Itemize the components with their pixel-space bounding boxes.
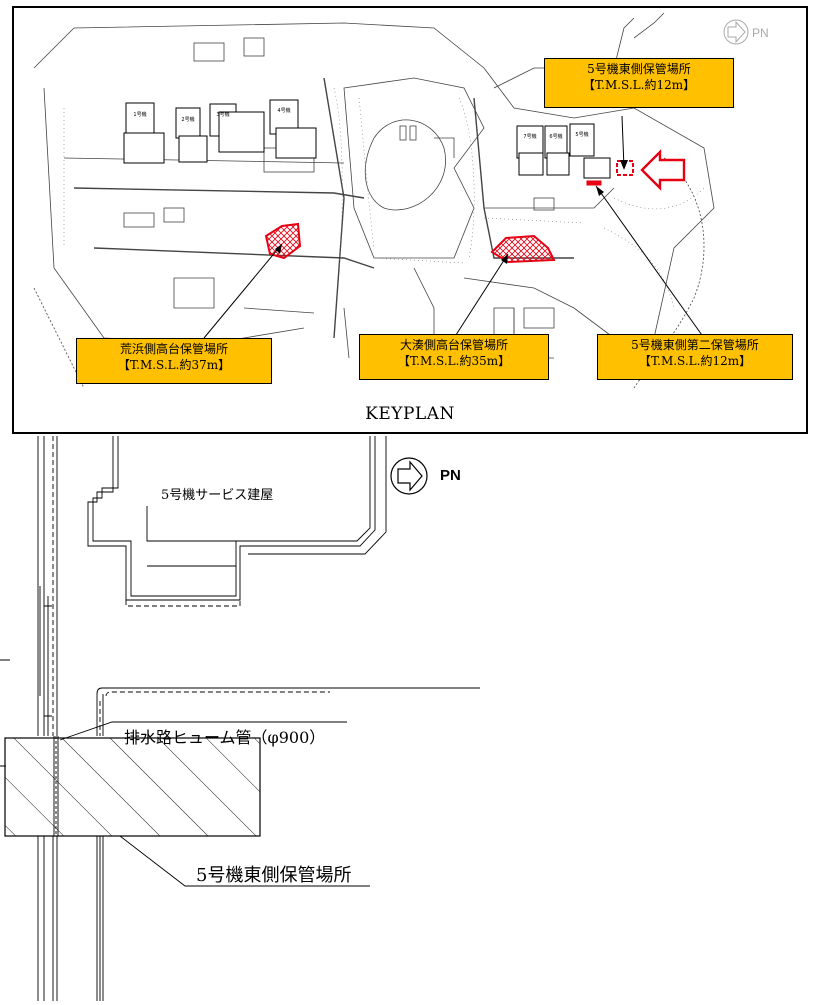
detail-drawing <box>0 436 480 1001</box>
callout-east-storage: 5号機東側保管場所 【T.M.S.L.約12m】 <box>544 58 734 108</box>
callout-arahama-line2: 【T.M.S.L.約37m】 <box>117 358 231 372</box>
storage-area-label: 5号機東側保管場所 <box>196 865 352 886</box>
callout-ominato-storage: 大湊側高台保管場所 【T.M.S.L.約35m】 <box>359 334 549 380</box>
callout-ominato-line2: 【T.M.S.L.約35m】 <box>397 354 511 368</box>
detail-plan: PN 5号機サービス建屋 排水路ヒューム管（φ900） 5号機東側保管場所 <box>0 436 816 1001</box>
building-label-5: 5号機 <box>575 131 588 138</box>
callout-arahama-line1: 荒浜側高台保管場所 <box>119 342 228 356</box>
building-label-2: 2号機 <box>181 116 194 123</box>
arahama-area-marker <box>264 222 302 260</box>
callout-east-line2: 【T.M.S.L.約12m】 <box>582 78 696 92</box>
detail-north-arrow <box>390 457 428 495</box>
detail-north-label: PN <box>440 467 461 484</box>
storage-area-box <box>4 737 261 837</box>
callout-east-line1: 5号機東側保管場所 <box>587 62 691 76</box>
keyplan-map: 1号機 2号機 3号機 4号機 7号機 6号機 5号機 <box>33 12 749 389</box>
east2-area-marker <box>586 180 602 186</box>
keyplan-north-arrow <box>723 19 749 45</box>
direction-arrow <box>640 149 686 191</box>
callout-east2-storage: 5号機東側第二保管場所 【T.M.S.L.約12m】 <box>597 334 793 380</box>
callout-arahama-storage: 荒浜側高台保管場所 【T.M.S.L.約37m】 <box>76 338 272 384</box>
keyplan-panel: 1号機 2号機 3号機 4号機 7号機 6号機 5号機 <box>12 6 808 434</box>
building-label-1: 1号機 <box>133 111 146 118</box>
ominato-area-marker <box>490 234 556 264</box>
building-label-6: 6号機 <box>549 133 562 140</box>
service-building-label: 5号機サービス建屋 <box>161 488 274 503</box>
building-label-3: 3号機 <box>216 111 229 118</box>
keyplan-title: KEYPLAN <box>365 404 455 424</box>
building-label-4: 4号機 <box>277 107 290 114</box>
building-label-7: 7号機 <box>523 133 536 140</box>
drain-pipe-label: 排水路ヒューム管（φ900） <box>124 728 326 747</box>
keyplan-north-label: PN <box>752 26 769 40</box>
callout-east2-line1: 5号機東側第二保管場所 <box>631 338 759 352</box>
callout-ominato-line1: 大湊側高台保管場所 <box>399 338 508 352</box>
callout-east2-line2: 【T.M.S.L.約12m】 <box>638 354 752 368</box>
